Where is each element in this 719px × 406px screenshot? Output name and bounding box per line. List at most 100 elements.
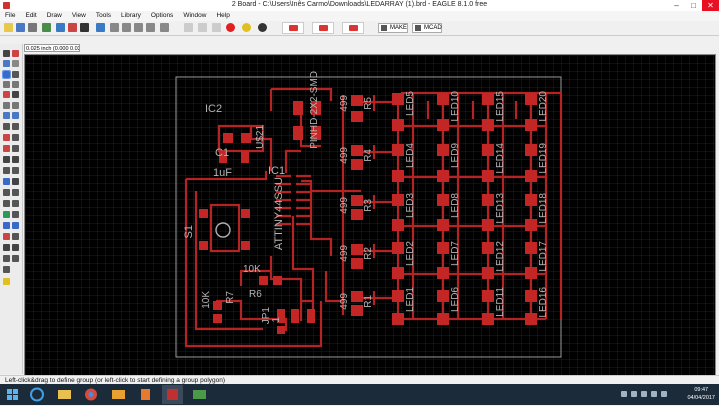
layers-icon[interactable] <box>12 255 19 262</box>
errors-icon[interactable] <box>3 255 10 262</box>
erc-icon[interactable] <box>3 244 10 251</box>
menu-edit[interactable]: Edit <box>25 12 37 19</box>
print-icon[interactable] <box>28 23 37 32</box>
pcb-layout <box>25 55 715 376</box>
minimize-button[interactable]: – <box>674 1 679 10</box>
replace-icon[interactable] <box>12 112 19 119</box>
polygon-icon[interactable] <box>12 200 19 207</box>
split-icon[interactable] <box>12 145 19 152</box>
attribute-icon[interactable] <box>3 222 10 229</box>
ratsnest-icon[interactable] <box>3 233 10 240</box>
menu-window[interactable]: Window <box>183 12 207 19</box>
via-icon[interactable] <box>3 211 10 218</box>
label-ic2: IC2 <box>205 103 223 115</box>
network-icon[interactable] <box>631 391 637 397</box>
zoom-out-icon[interactable] <box>134 23 143 32</box>
fusion-pcb-icon[interactable] <box>342 22 364 34</box>
lock-icon[interactable] <box>3 123 10 130</box>
wire-icon[interactable] <box>3 178 10 185</box>
tray-arrow-icon[interactable] <box>621 391 627 397</box>
system-clock[interactable]: 09:47 04/04/2017 <box>687 386 715 402</box>
delete-icon[interactable] <box>12 102 19 109</box>
start-button[interactable] <box>2 385 23 404</box>
run-icon[interactable] <box>242 23 251 32</box>
menu-draw[interactable]: Draw <box>46 12 62 19</box>
info-icon[interactable] <box>3 50 10 57</box>
mirror-icon[interactable] <box>3 81 10 88</box>
app-taskbar-icon[interactable] <box>135 385 156 404</box>
ulp-icon[interactable] <box>96 23 105 32</box>
route-icon[interactable] <box>3 167 10 174</box>
menu-options[interactable]: Options <box>150 12 174 19</box>
signal-icon[interactable] <box>3 266 10 273</box>
name-icon[interactable] <box>12 123 19 130</box>
save-icon[interactable] <box>16 23 25 32</box>
terminal-taskbar-icon[interactable] <box>189 385 210 404</box>
drc-icon[interactable] <box>12 244 19 251</box>
meander-icon[interactable] <box>12 156 19 163</box>
autorouter-icon[interactable] <box>12 233 19 240</box>
optimize-icon[interactable] <box>3 156 10 163</box>
menu-view[interactable]: View <box>71 12 86 19</box>
file-explorer-taskbar-icon[interactable] <box>54 385 75 404</box>
media-taskbar-icon[interactable] <box>108 385 129 404</box>
script-icon[interactable] <box>80 23 89 32</box>
arc-icon[interactable] <box>12 189 19 196</box>
fusion-push-icon[interactable] <box>312 22 334 34</box>
go-icon[interactable] <box>212 23 221 32</box>
menu-library[interactable]: Library <box>121 12 141 19</box>
redraw-icon[interactable] <box>160 23 169 32</box>
display-icon[interactable] <box>3 60 10 67</box>
hole-icon[interactable] <box>12 211 19 218</box>
menu-file[interactable]: File <box>5 12 16 19</box>
open-icon[interactable] <box>4 23 13 32</box>
ie-taskbar-icon[interactable] <box>27 385 48 404</box>
fusion-sync-icon[interactable] <box>282 22 304 34</box>
volume-icon[interactable] <box>651 391 657 397</box>
maximize-button[interactable]: □ <box>691 1 696 10</box>
rotate-icon[interactable] <box>12 81 19 88</box>
chrome-taskbar-icon[interactable] <box>81 385 102 404</box>
paste-icon[interactable] <box>3 102 10 109</box>
led-label: LED11 <box>495 287 506 317</box>
dimension-icon[interactable] <box>12 222 19 229</box>
redo-icon[interactable] <box>198 23 207 32</box>
ripup-icon[interactable] <box>12 167 19 174</box>
undo-icon[interactable] <box>184 23 193 32</box>
text-icon[interactable] <box>12 178 19 185</box>
zoom-select-icon[interactable] <box>146 23 155 32</box>
help-icon[interactable] <box>258 23 267 32</box>
move-icon[interactable] <box>2 70 11 79</box>
close-button[interactable]: ✕ <box>702 0 719 11</box>
warning-icon[interactable] <box>3 278 10 285</box>
zoom-in-icon[interactable] <box>122 23 131 32</box>
menu-tools[interactable]: Tools <box>95 12 112 19</box>
menu-help[interactable]: Help <box>216 12 230 19</box>
mark-icon[interactable] <box>12 60 19 67</box>
copy-icon[interactable] <box>12 71 19 78</box>
schematic-icon[interactable] <box>56 23 65 32</box>
zoom-fit-icon[interactable] <box>110 23 119 32</box>
cam-icon[interactable] <box>42 23 51 32</box>
stop-icon[interactable] <box>226 23 235 32</box>
board-icon[interactable] <box>68 23 77 32</box>
rect-icon[interactable] <box>3 200 10 207</box>
miter-icon[interactable] <box>3 145 10 152</box>
mcad-button[interactable]: MCAD <box>412 23 442 33</box>
group-icon[interactable] <box>3 91 10 98</box>
smash-icon[interactable] <box>12 134 19 141</box>
value-icon[interactable] <box>3 134 10 141</box>
make-button[interactable]: MAKE <box>378 23 408 33</box>
change-icon[interactable] <box>12 91 19 98</box>
resistor-value: 499 <box>339 95 350 112</box>
resistor-ref: R2 <box>363 247 374 260</box>
board-canvas[interactable]: IC2 C1 1uF U$21 PINHD-2X2-SMD IC1 ATTINY… <box>24 54 716 377</box>
eagle-app-icon <box>3 2 10 9</box>
circle-icon[interactable] <box>3 189 10 196</box>
show-icon[interactable] <box>12 50 19 57</box>
battery-icon[interactable] <box>641 391 647 397</box>
resistor-ref: R1 <box>363 295 374 308</box>
eagle-taskbar-icon[interactable] <box>162 385 183 404</box>
add-icon[interactable] <box>3 112 10 119</box>
keyboard-icon[interactable] <box>661 391 667 397</box>
